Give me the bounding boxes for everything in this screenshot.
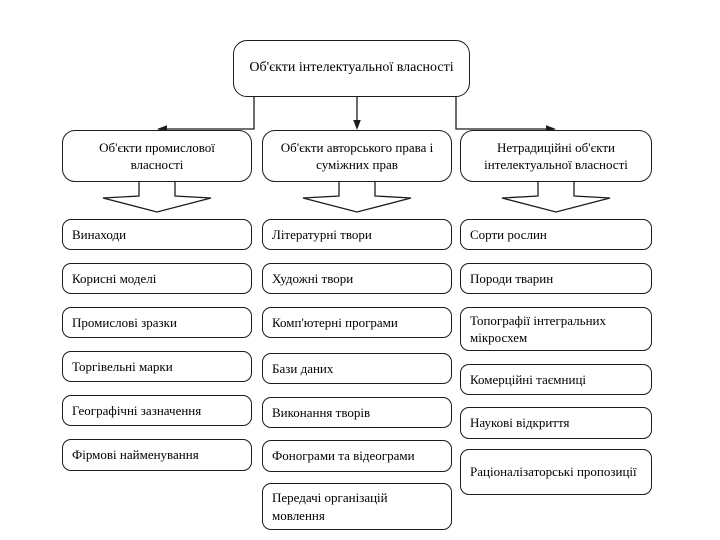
node-item-brand-names: Фірмові найменування [62,439,252,471]
node-root: Об'єкти інтелектуальної власності [233,40,470,97]
node-branch-copyright: Об'єкти авторського права і суміжних пра… [262,130,452,182]
node-item-inventions: Винаходи [62,219,252,250]
node-item-performances: Виконання творів [262,397,452,428]
node-branch-industrial: Об'єкти промислової власності [62,130,252,182]
connector-root-right [455,97,547,130]
node-item-rationalization-proposals: Раціоналізаторські пропозиції [460,449,652,495]
node-item-plant-varieties: Сорти рослин [460,219,652,250]
node-item-phonograms-videograms: Фонограми та відеограми [262,440,452,472]
node-item-computer-programs: Комп'ютерні програми [262,307,452,338]
node-item-literary-works: Літературні твори [262,219,452,250]
node-item-industrial-designs: Промислові зразки [62,307,252,338]
node-item-trademarks: Торгівельні марки [62,351,252,382]
node-item-artistic-works: Художні твори [262,263,452,294]
node-item-databases: Бази даних [262,353,452,384]
node-item-trade-secrets: Комерційні таємниці [460,364,652,395]
connector-root-left [166,97,255,130]
block-arrow-left-icon [102,182,212,213]
node-item-animal-breeds: Породи тварин [460,263,652,294]
node-item-ic-topographies: Топографії інтегральних мікросхем [460,307,652,351]
node-item-scientific-discoveries: Наукові відкриття [460,407,652,439]
block-arrow-right-icon [501,182,611,213]
node-item-geographical-indications: Географічні зазначення [62,395,252,426]
node-item-broadcasts: Передачі організацій мовлення [262,483,452,530]
block-arrow-middle-icon [302,182,412,213]
node-branch-nontraditional: Нетрадиційні об'єкти інтелектуальної вла… [460,130,652,182]
arrowhead-down-icon [353,120,361,130]
node-item-utility-models: Корисні моделі [62,263,252,294]
